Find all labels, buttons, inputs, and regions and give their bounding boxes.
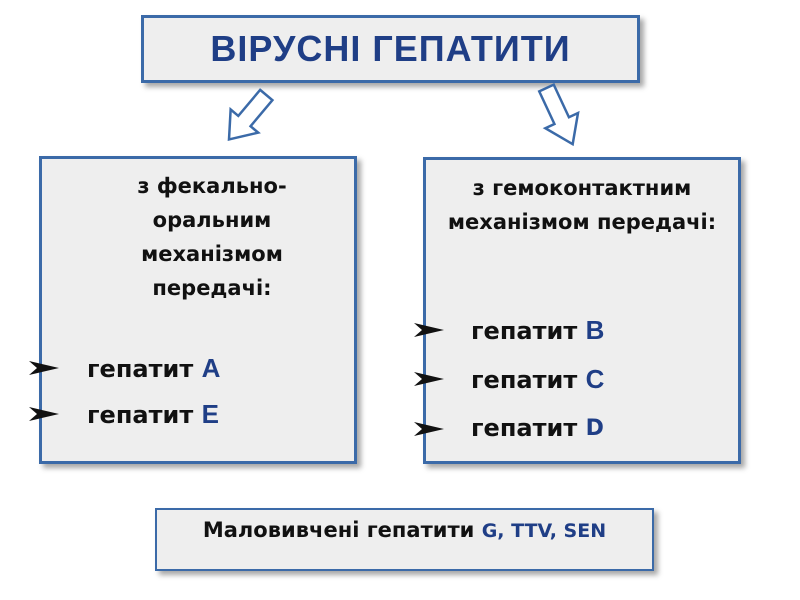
title-box: ВІРУСНІ ГЕПАТИТИ	[141, 15, 640, 83]
arrowhead-bullet-icon	[414, 323, 444, 337]
hepatitis-a-letter: A	[201, 353, 221, 383]
blood-contact-heading: з гемоконтактним механізмом передачі:	[447, 176, 717, 234]
fecal-oral-box: з фекально-оральним механізмом передачі:…	[29, 156, 357, 464]
hepatitis-b-letter: B	[585, 315, 605, 345]
hepatitis-e-letter: E	[201, 399, 219, 429]
hepatitis-c-item: гепатит C	[471, 364, 604, 395]
blood-contact-box: з гемоконтактним механізмом передачі: ге…	[414, 157, 741, 464]
arrowhead-bullet-icon	[414, 422, 444, 436]
left-block-arrow-icon	[227, 88, 275, 142]
arrowhead-bullet-icon	[29, 361, 59, 375]
understudied-text: Маловивчені гепатити G, TTV, SEN	[157, 516, 652, 545]
hepatitis-d-prefix: гепатит	[471, 414, 578, 442]
understudied-box: Маловивчені гепатити G, TTV, SEN	[155, 508, 654, 571]
hepatitis-c-letter: C	[585, 364, 605, 394]
right-block-arrow-icon	[537, 82, 580, 147]
hepatitis-b-item: гепатит B	[471, 315, 604, 346]
understudied-prefix: Маловивчені гепатити	[202, 518, 475, 542]
hepatitis-e-item: гепатит E	[87, 399, 219, 430]
hepatitis-d-letter: D	[585, 415, 604, 441]
hepatitis-c-prefix: гепатит	[471, 365, 578, 394]
hepatitis-e-prefix: гепатит	[87, 400, 194, 429]
understudied-viruses: G, TTV, SEN	[481, 520, 607, 542]
hepatitis-d-item: гепатит D	[471, 414, 604, 442]
arrowhead-bullet-icon	[414, 372, 444, 386]
arrowhead-bullet-icon	[29, 407, 59, 421]
fecal-oral-heading: з фекально-оральним механізмом передачі:	[137, 174, 287, 300]
hepatitis-b-prefix: гепатит	[471, 316, 578, 345]
hepatitis-a-prefix: гепатит	[87, 354, 194, 383]
hepatitis-a-item: гепатит A	[87, 353, 220, 384]
diagram-title: ВІРУСНІ ГЕПАТИТИ	[210, 28, 571, 69]
